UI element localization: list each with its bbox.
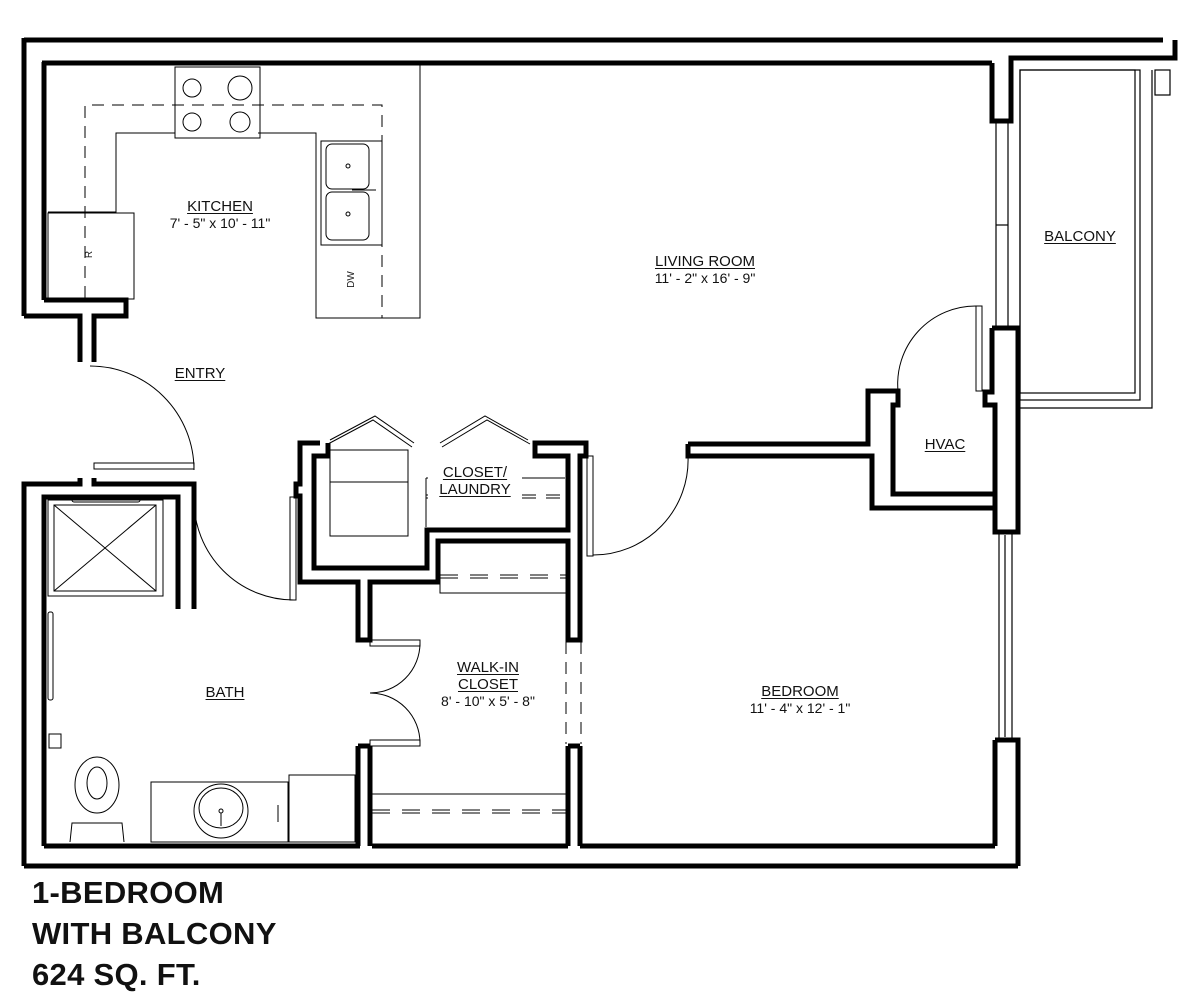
- walk-in-closet-line2: CLOSET: [457, 675, 518, 693]
- bath-label: BATH: [195, 684, 255, 702]
- unit-type: 1-BEDROOM: [32, 875, 225, 910]
- exterior-walls: [21, 37, 1178, 869]
- walk-in-closet-dimensions: 8' - 10" x 5' - 8": [441, 692, 535, 709]
- bath-name: BATH: [205, 684, 245, 701]
- doors: [89, 305, 983, 747]
- walk-in-closet-line1: WALK-IN: [457, 659, 519, 676]
- plan-title-block: 1-BEDROOM WITH BALCONY 624 SQ. FT.: [32, 872, 277, 995]
- closet-laundry-line1: CLOSET/: [442, 464, 508, 481]
- balcony-name: BALCONY: [1044, 228, 1116, 245]
- bedroom-label: BEDROOM 11' - 4" x 12' - 1": [715, 683, 885, 716]
- unit-subtitle: WITH BALCONY: [32, 916, 277, 951]
- walk-in-closet-label: WALK-IN CLOSET 8' - 10" x 5' - 8": [418, 659, 558, 709]
- living-room-label: LIVING ROOM 11' - 2" x 16' - 9": [615, 253, 795, 286]
- kitchen-label: KITCHEN 7' - 5" x 10' - 11": [150, 198, 290, 231]
- balcony-label: BALCONY: [1030, 228, 1130, 246]
- unit-area: 624 SQ. FT.: [32, 957, 201, 992]
- living-room-name: LIVING ROOM: [654, 253, 755, 270]
- living-room-dimensions: 11' - 2" x 16' - 9": [654, 269, 756, 286]
- kitchen-name: KITCHEN: [187, 198, 253, 215]
- kitchen-fixtures: [47, 63, 421, 319]
- windows: [995, 69, 1171, 740]
- closet-laundry-label: CLOSET/ LAUNDRY: [428, 464, 522, 499]
- hvac-name: HVAC: [924, 436, 966, 453]
- entry-name: ENTRY: [174, 365, 226, 382]
- closet-laundry-line2: LAUNDRY: [439, 480, 511, 498]
- hvac-label: HVAC: [910, 436, 980, 454]
- bedroom-dimensions: 11' - 4" x 12' - 1": [749, 699, 851, 716]
- dishwasher-label: DW: [345, 271, 357, 288]
- bedroom-name: BEDROOM: [761, 683, 839, 700]
- interior-walls: [293, 388, 995, 846]
- refrigerator-label: R: [84, 250, 96, 259]
- kitchen-dimensions: 7' - 5" x 10' - 11": [169, 214, 271, 231]
- closet-shelving: [329, 449, 582, 814]
- bath-fixtures: [47, 496, 356, 843]
- entry-label: ENTRY: [160, 365, 240, 383]
